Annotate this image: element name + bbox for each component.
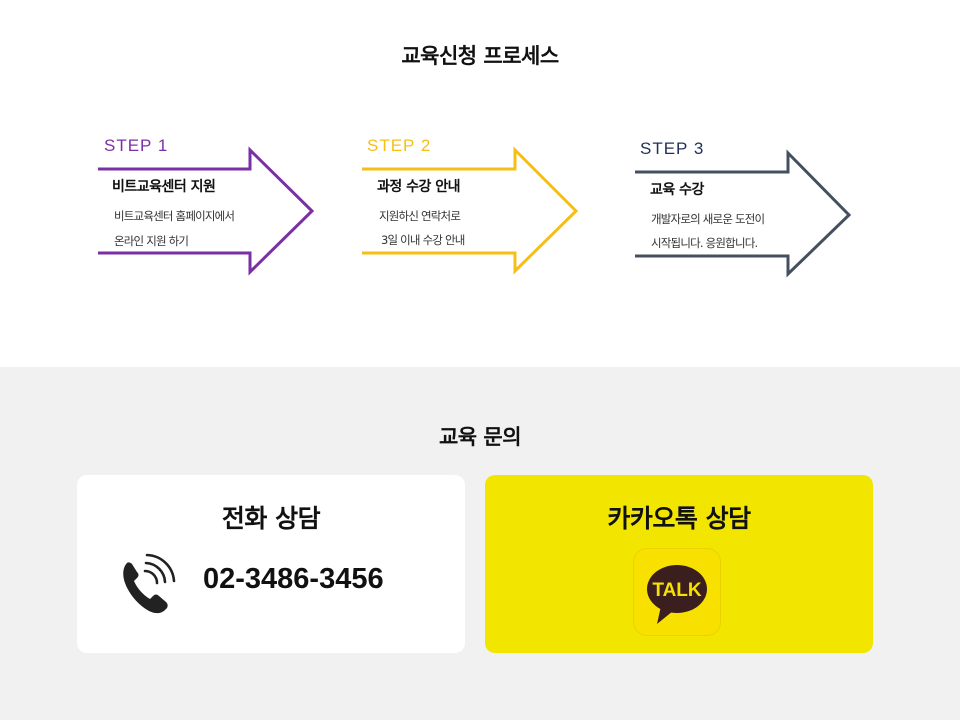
step-1-arrow-outline	[98, 146, 315, 276]
kakaotalk-icon[interactable]: TALK	[633, 548, 721, 636]
step-3: STEP 3 교육 수강 개발자로의 새로운 도전이 시작됩니다. 응원합니다.	[635, 138, 855, 278]
step-2-heading: 과정 수강 안내	[377, 179, 461, 195]
step-1: STEP 1 비트교육센터 지원 비트교육센터 홈페이지에서 온라인 지원 하기	[98, 135, 318, 276]
step-1-desc-line-1: 비트교육센터 홈페이지에서	[114, 209, 235, 223]
talk-icon-text: TALK	[652, 580, 702, 601]
step-2-arrow-outline	[362, 146, 579, 275]
phone-card-title: 전화 상담	[221, 504, 321, 533]
step-2-desc-line-2: 3일 이내 수강 안내	[381, 233, 465, 247]
step-3-desc-line-1: 개발자로의 새로운 도전이	[651, 212, 765, 226]
kakaotalk-consult-card[interactable]: 카카오톡 상담 TALK	[485, 475, 873, 653]
step-3-arrow-outline	[635, 149, 852, 278]
inquiry-title: 교육 문의	[438, 425, 522, 449]
step-2-label: STEP 2	[367, 136, 432, 155]
phone-consult-card[interactable]: 전화 상담 02-3486-3456	[77, 475, 465, 653]
phone-number[interactable]: 02-3486-3456	[203, 563, 384, 595]
phone-icon	[123, 553, 176, 614]
kakao-card-title: 카카오톡 상담	[607, 504, 751, 533]
step-1-desc-line-2: 온라인 지원 하기	[114, 234, 189, 248]
step-3-heading: 교육 수강	[650, 182, 704, 198]
process-title: 교육신청 프로세스	[401, 44, 559, 68]
step-3-desc-line-2: 시작됩니다. 응원합니다.	[651, 236, 758, 250]
inquiry-section: 교육 문의 전화 상담 02-3486-3456 카카오톡 상담 TALK	[0, 367, 960, 720]
step-1-heading: 비트교육센터 지원	[112, 179, 216, 195]
step-1-label: STEP 1	[104, 136, 169, 155]
step-2-desc-line-1: 지원하신 연락처로	[379, 209, 461, 223]
step-2: STEP 2 과정 수강 안내 지원하신 연락처로 3일 이내 수강 안내	[362, 135, 582, 275]
step-3-label: STEP 3	[640, 139, 705, 158]
